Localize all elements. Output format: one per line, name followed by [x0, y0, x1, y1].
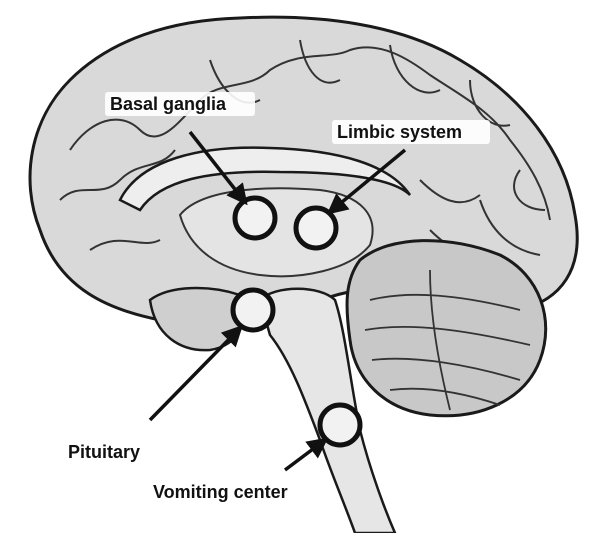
- vomiting-center-marker: [320, 405, 360, 445]
- pituitary-label: Pituitary: [68, 442, 140, 462]
- basal-ganglia-marker: [235, 198, 275, 238]
- pituitary-marker: [233, 290, 273, 330]
- vomiting-center-arrow: [285, 440, 325, 470]
- vomiting-center-label: Vomiting center: [153, 482, 288, 502]
- cerebellum: [347, 241, 546, 416]
- limbic-system-marker: [296, 208, 336, 248]
- limbic-system-label: Limbic system: [337, 122, 462, 142]
- basal-ganglia-label: Basal ganglia: [110, 94, 227, 114]
